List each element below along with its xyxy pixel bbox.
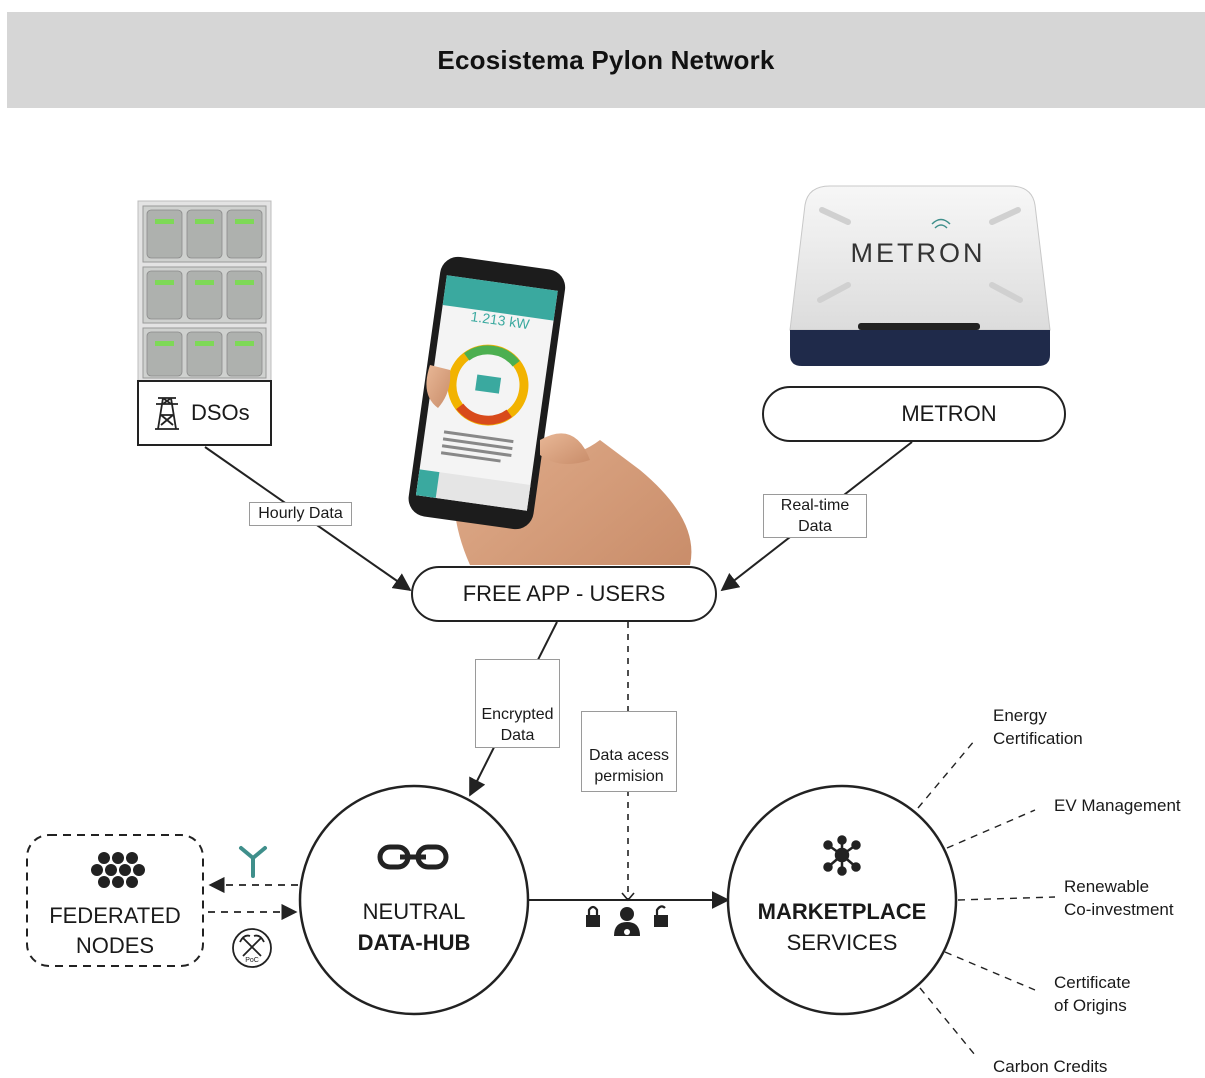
hub-line2: DATA-HUB	[357, 930, 471, 955]
header-bar: Ecosistema Pylon Network	[7, 12, 1205, 108]
service-line: Certificate	[1054, 973, 1131, 992]
metron-device-image	[789, 185, 1051, 366]
marketplace-text: MARKETPLACE SERVICES	[728, 896, 956, 958]
hourly-data-label: Hourly Data	[258, 505, 343, 522]
free-app-label: FREE APP - USERS	[462, 581, 666, 606]
service-connectors	[917, 739, 1056, 1056]
data-hub-circle	[298, 784, 530, 1016]
service-line: Energy	[993, 706, 1047, 725]
service-line: Renewable	[1064, 877, 1150, 896]
market-line2: SERVICES	[786, 930, 898, 955]
market-line1: MARKETPLACE	[757, 899, 927, 924]
federated-line2: NODES	[75, 933, 155, 958]
poc-label: PoC	[245, 957, 259, 964]
data-access-tag: Data acess permision	[581, 711, 677, 792]
hourly-data-tag: Hourly Data	[249, 502, 352, 526]
federated-nodes-box	[26, 834, 204, 967]
lock-small-icon	[586, 905, 600, 927]
encrypted-data-tag: Encrypted Data	[475, 659, 560, 748]
metron-label: METRON	[901, 401, 997, 426]
cubes-icon	[91, 852, 145, 888]
marketplace-circle	[726, 784, 958, 1016]
service-line: of Origins	[1054, 996, 1127, 1015]
metron-device-logo: METRON	[851, 238, 986, 268]
data-hub-text: NEUTRAL DATA-HUB	[300, 896, 528, 958]
meter-cabinet-image	[137, 200, 272, 382]
phone-in-hand-image	[408, 256, 692, 565]
link-icon	[377, 844, 449, 870]
access-line2: permision	[594, 768, 664, 785]
service-energy-certification: Energy Certification	[993, 704, 1083, 750]
service-line: Carbon Credits	[993, 1057, 1108, 1076]
pickaxe-icon	[232, 928, 272, 968]
service-carbon-credits: Carbon Credits	[993, 1055, 1107, 1078]
user-icon	[614, 907, 640, 936]
service-line: EV Management	[1054, 796, 1181, 815]
transmission-tower-icon	[155, 397, 179, 430]
page-title: Ecosistema Pylon Network	[437, 44, 775, 75]
access-line1: Data acess	[588, 747, 670, 764]
hub-line1: NEUTRAL	[362, 899, 466, 924]
realtime-line2: Data	[798, 518, 832, 535]
service-line: Co-investment	[1064, 900, 1174, 919]
service-renewable-coinvestment: Renewable Co-investment	[1064, 875, 1174, 921]
federated-nodes-text: FEDERATED NODES	[27, 901, 203, 961]
encrypted-line2: Data	[500, 727, 535, 744]
service-line: Certification	[993, 729, 1083, 748]
service-ev-management: EV Management	[1054, 794, 1181, 817]
federated-line1: FEDERATED	[49, 903, 181, 928]
realtime-data-tag: Real-time Data	[763, 494, 867, 538]
encrypted-line1: Encrypted	[481, 706, 554, 723]
network-icon	[823, 835, 861, 876]
unlock-icon	[654, 905, 668, 927]
service-certificate-of-origins: Certificate of Origins	[1054, 971, 1131, 1017]
dsos-label: DSOs	[191, 400, 250, 425]
realtime-line1: Real-time	[780, 497, 850, 514]
free-app-users-pill: FREE APP - USERS	[411, 566, 717, 622]
antenna-icon	[239, 846, 267, 878]
metron-pill: METRON	[762, 386, 1066, 442]
